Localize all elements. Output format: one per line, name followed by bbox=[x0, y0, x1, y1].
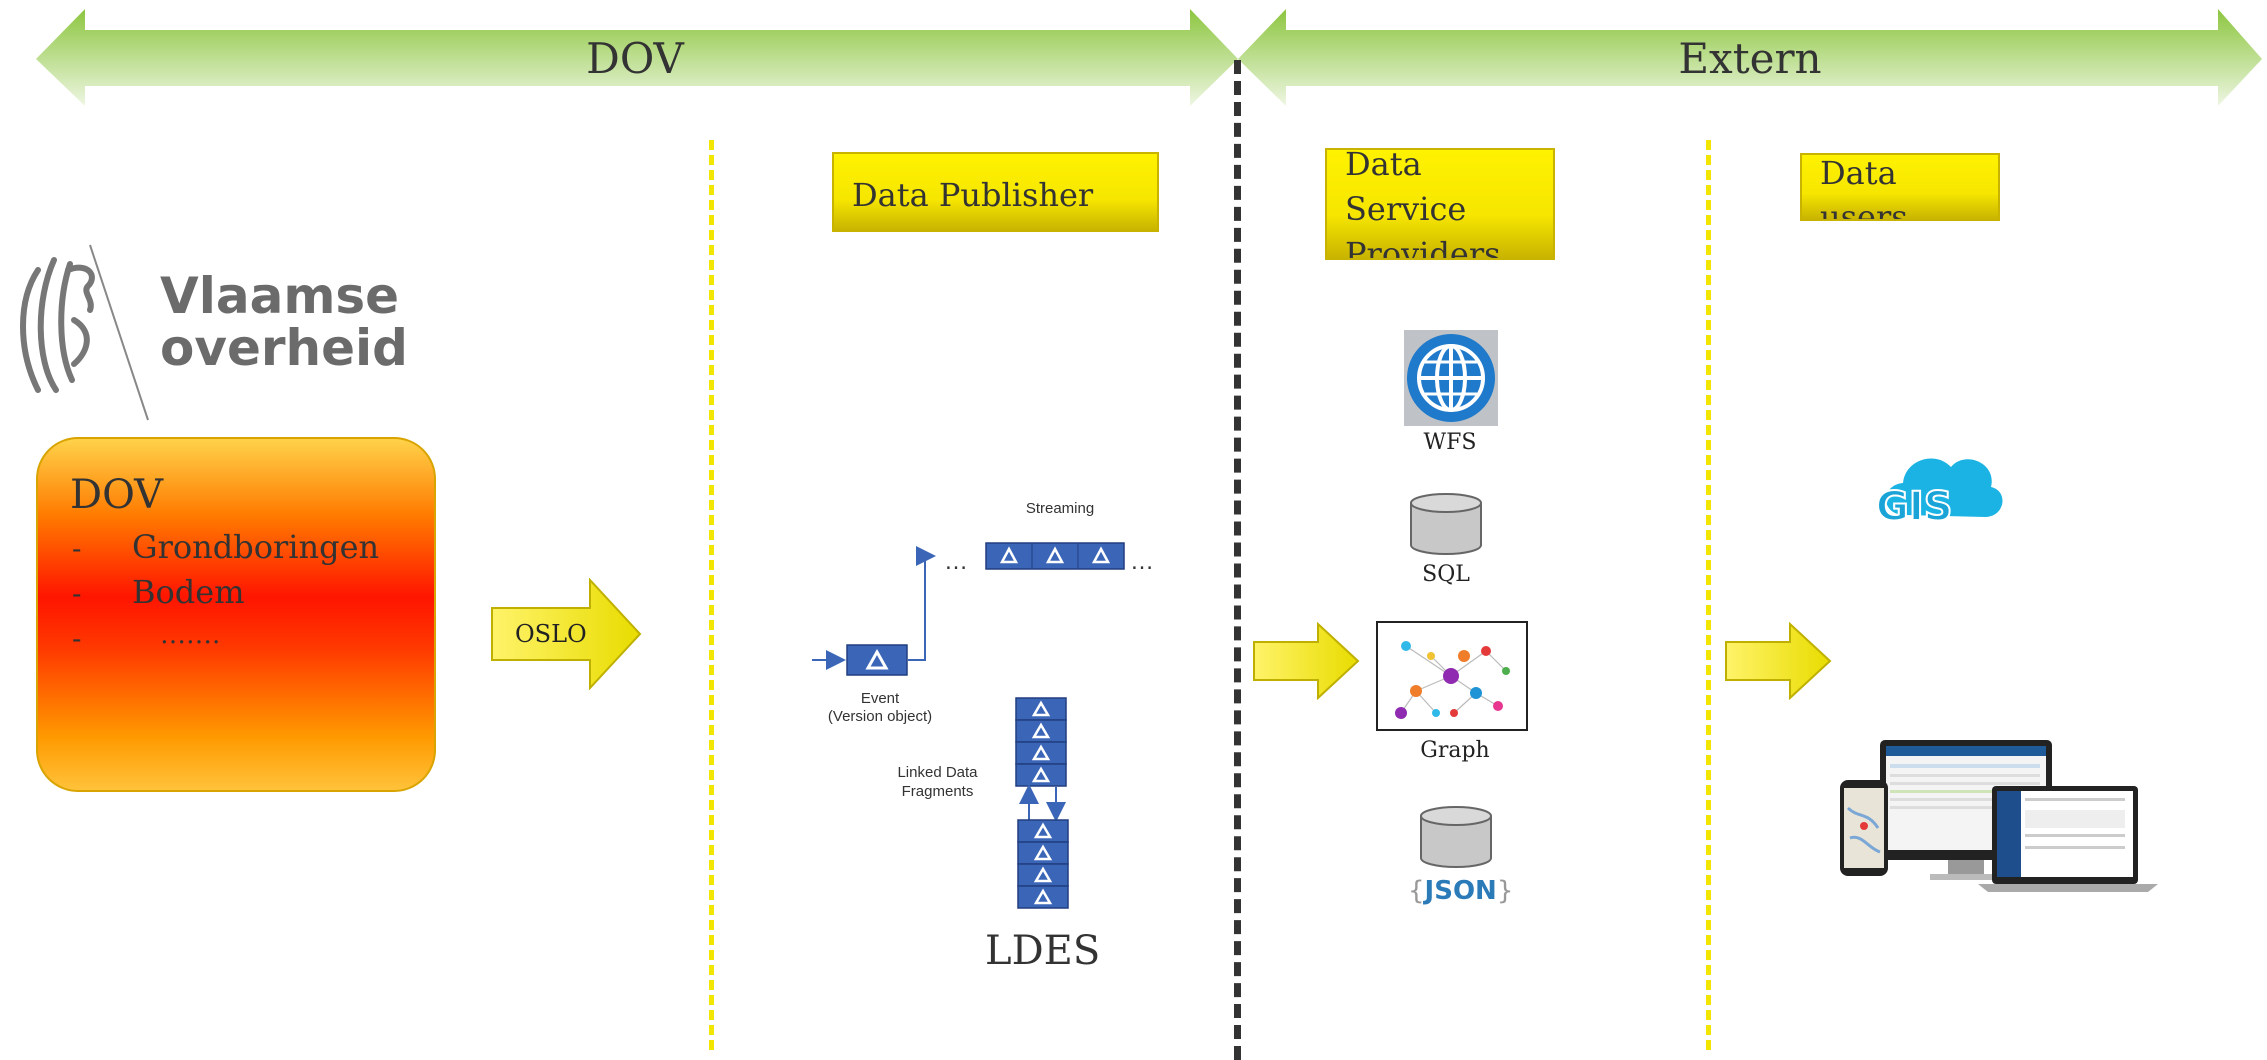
top-banners bbox=[36, 9, 2262, 106]
ldes-title: LDES bbox=[985, 928, 1101, 974]
gis-cloud-icon bbox=[1885, 458, 2003, 517]
dov-double-arrow bbox=[36, 9, 1238, 106]
bullet-dash: - bbox=[72, 532, 82, 565]
json-database-icon bbox=[1420, 806, 1492, 868]
logo-line-1: Vlaamse bbox=[160, 267, 400, 325]
graph-icon bbox=[1376, 621, 1528, 731]
brace-open-icon: { bbox=[1408, 876, 1425, 906]
fragments-label-line-2: Fragments bbox=[901, 783, 974, 800]
providers-line-2: Service bbox=[1345, 190, 1467, 228]
extern-double-arrow bbox=[1238, 9, 2262, 106]
source-item: Grondboringen bbox=[132, 528, 380, 566]
streaming-blocks bbox=[985, 542, 1125, 570]
bullet-dash: - bbox=[72, 577, 82, 610]
logo-text: Vlaamse overheid bbox=[160, 270, 408, 374]
event-block bbox=[846, 644, 908, 676]
flow-arrow-providers bbox=[1253, 622, 1360, 700]
event-label: Event (Version object) bbox=[800, 690, 960, 726]
lion-icon bbox=[20, 244, 149, 421]
graph-label: Graph bbox=[1420, 738, 1490, 763]
event-label-line-1: Event bbox=[860, 690, 900, 707]
fragments-label: Linked Data Fragments bbox=[880, 763, 995, 801]
data-service-providers-box: Data Service Providers bbox=[1325, 148, 1555, 260]
oslo-arrow bbox=[491, 578, 642, 690]
users-line-1: Data bbox=[1820, 154, 1897, 192]
data-publisher-box: Data Publisher bbox=[832, 152, 1159, 232]
data-users-box: Data users bbox=[1800, 153, 2000, 221]
banner-label-dov: DOV bbox=[586, 34, 684, 83]
devices-icon bbox=[1840, 740, 2158, 892]
bullet-dash: - bbox=[72, 622, 82, 655]
divider-yellow-1 bbox=[709, 140, 714, 1050]
logo-line-2: overheid bbox=[160, 319, 408, 377]
wfs-label: WFS bbox=[1423, 430, 1477, 455]
flow-arrow-users bbox=[1725, 622, 1832, 700]
json-text: JSON bbox=[1424, 876, 1497, 906]
divider-black bbox=[1234, 60, 1241, 1060]
banner-label-extern: Extern bbox=[1678, 34, 1822, 83]
stream-ellipsis-left: … bbox=[944, 548, 968, 575]
divider-yellow-2 bbox=[1706, 140, 1711, 1050]
fragment-stack-lower bbox=[1016, 818, 1070, 910]
database-icon bbox=[1410, 493, 1482, 555]
data-publisher-label: Data Publisher bbox=[852, 176, 1094, 214]
providers-line-1: Data bbox=[1345, 148, 1422, 183]
source-item: ……. bbox=[160, 620, 221, 650]
oslo-label: OSLO bbox=[515, 620, 587, 648]
source-item: Bodem bbox=[132, 573, 245, 611]
ldes-diagram bbox=[812, 542, 1125, 910]
dov-source-box bbox=[36, 437, 436, 792]
gis-label: GIS bbox=[1875, 483, 1954, 531]
fragment-stack-upper bbox=[1014, 696, 1068, 788]
users-line-2: users bbox=[1820, 198, 1908, 221]
sql-label: SQL bbox=[1422, 562, 1470, 587]
brace-close-icon: } bbox=[1496, 876, 1514, 906]
stream-ellipsis-right: … bbox=[1130, 548, 1154, 575]
providers-line-3: Providers bbox=[1345, 235, 1501, 260]
globe-icon bbox=[1404, 330, 1498, 426]
json-label: {JSON} bbox=[1408, 876, 1513, 906]
stream-arrow bbox=[908, 546, 936, 661]
fragments-label-line-1: Linked Data bbox=[897, 764, 978, 781]
streaming-label: Streaming bbox=[1025, 500, 1095, 517]
event-label-line-2: (Version object) bbox=[827, 708, 933, 725]
dov-source-title: DOV bbox=[70, 472, 164, 518]
